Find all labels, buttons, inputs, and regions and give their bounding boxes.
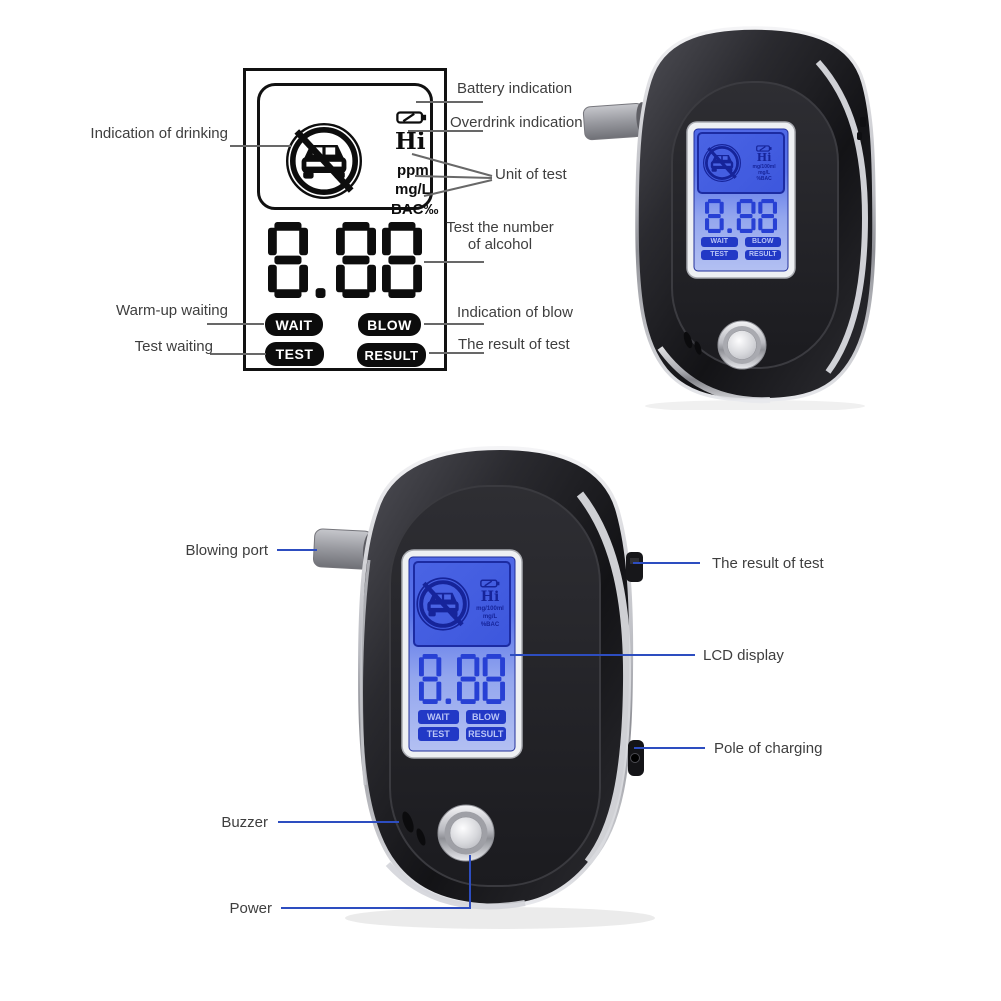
badge-test: TEST bbox=[418, 727, 459, 741]
label-unit-of-test: Unit of test bbox=[495, 166, 567, 183]
result-test-clip-notch bbox=[630, 558, 639, 564]
result-test-clip bbox=[860, 117, 866, 127]
lcd-badges: WAIT BLOW TEST RESULT bbox=[418, 710, 506, 741]
unit-mg-l: mg/L bbox=[482, 614, 498, 620]
battery-icon bbox=[480, 579, 500, 588]
buzzer-hole bbox=[402, 811, 414, 833]
chrome-accent-left bbox=[360, 559, 371, 786]
badge-result: RESULT bbox=[357, 343, 426, 367]
unit-bac: %BAC bbox=[756, 175, 772, 182]
lcd-legend-icon-zone: Hi ppm mg/L BAC‰ bbox=[257, 83, 439, 217]
label-result-of-test-diagram: The result of test bbox=[458, 336, 570, 353]
label-indication-of-drinking: Indication of drinking bbox=[90, 125, 228, 142]
label-pole-of-charging: Pole of charging bbox=[714, 740, 823, 757]
battery-icon bbox=[396, 111, 427, 124]
unit-mg100ml: mg/100ml bbox=[476, 606, 504, 612]
label-buzzer: Buzzer bbox=[221, 814, 268, 831]
label-power: Power bbox=[229, 900, 272, 917]
label-lcd-display: LCD display bbox=[703, 647, 784, 664]
badge-result: RESULT bbox=[744, 250, 781, 260]
unit-bac: %BAC bbox=[480, 622, 500, 628]
lcd-screen-content-top: Hi mg/100ml mg/L %BAC WAIT BLOW TEST RES… bbox=[694, 129, 788, 271]
badge-test: TEST bbox=[265, 342, 324, 366]
unit-mg100ml: mg/100ml bbox=[752, 163, 776, 170]
no-driving-icon bbox=[699, 143, 745, 183]
badge-test: TEST bbox=[701, 250, 738, 260]
chrome-accent-right bbox=[815, 60, 869, 374]
label-battery-indication: Battery indication bbox=[457, 80, 573, 97]
label-test-number-line1: Test the number bbox=[446, 219, 554, 236]
lcd-status-column: Hi mg/100ml mg/L %BAC bbox=[745, 144, 783, 182]
unit-bac: BAC‰ bbox=[391, 201, 439, 218]
badge-blow: BLOW bbox=[358, 313, 421, 336]
no-driving-icon bbox=[415, 576, 471, 632]
badge-wait: WAIT bbox=[701, 237, 738, 247]
badge-result: RESULT bbox=[465, 727, 506, 741]
buzzer-hole bbox=[683, 331, 693, 349]
label-overdrink-indication: Overdrink indication bbox=[450, 114, 583, 131]
badge-blow: BLOW bbox=[744, 237, 781, 247]
unit-ppm: ppm bbox=[397, 162, 429, 179]
device-shadow bbox=[345, 907, 655, 929]
lcd-badges: WAIT BLOW TEST RESULT bbox=[701, 237, 781, 260]
label-result-of-test-photo: The result of test bbox=[712, 555, 824, 572]
label-test-waiting: Test waiting bbox=[134, 338, 213, 355]
label-blowing-port: Blowing port bbox=[185, 542, 268, 559]
unit-mg-l: mg/L bbox=[395, 181, 431, 198]
label-test-number: Test the number of alcohol bbox=[440, 219, 560, 253]
overdrink-indicator: Hi bbox=[480, 589, 500, 605]
lcd-legend-box: Hi ppm mg/L BAC‰ WAIT BLOW TEST RESULT bbox=[243, 68, 447, 371]
label-indication-of-blow: Indication of blow bbox=[457, 304, 573, 321]
seven-segment-value bbox=[268, 222, 422, 298]
power-button bbox=[437, 804, 495, 862]
badge-blow: BLOW bbox=[465, 710, 506, 724]
lcd-icon-zone: Hi mg/100ml mg/L %BAC bbox=[697, 132, 785, 194]
lcd-screen-content-bottom: Hi mg/100ml mg/L %BAC WAIT BLOW TEST RES… bbox=[409, 557, 515, 751]
seven-segment-value bbox=[705, 199, 777, 233]
buzzer-hole bbox=[694, 341, 702, 355]
badge-wait: WAIT bbox=[265, 313, 323, 336]
lcd-icon-zone: Hi mg/100ml mg/L %BAC bbox=[413, 561, 511, 647]
side-detail bbox=[857, 132, 862, 140]
label-test-number-line2: of alcohol bbox=[467, 236, 533, 253]
device-shadow bbox=[645, 400, 865, 410]
result-test-clip bbox=[626, 552, 643, 582]
lcd-status-column: Hi mg/100ml mg/L %BAC bbox=[471, 579, 509, 629]
no-driving-icon bbox=[286, 123, 362, 199]
label-warm-up-waiting: Warm-up waiting bbox=[116, 302, 228, 319]
battery-icon bbox=[756, 144, 772, 152]
overdrink-indicator: Hi bbox=[395, 128, 426, 155]
charging-port bbox=[628, 740, 644, 776]
power-button bbox=[717, 320, 767, 370]
buzzer-hole bbox=[416, 828, 426, 846]
unit-list: mg/100ml mg/L %BAC bbox=[476, 605, 504, 629]
overdrink-indicator: Hi bbox=[756, 150, 772, 164]
unit-list: mg/100ml mg/L %BAC bbox=[753, 164, 776, 182]
unit-mg-l: mg/L bbox=[758, 169, 771, 176]
chrome-accent-right bbox=[576, 491, 632, 865]
chrome-accent-bottom bbox=[657, 346, 771, 404]
badge-wait: WAIT bbox=[418, 710, 459, 724]
seven-segment-value bbox=[419, 654, 505, 704]
